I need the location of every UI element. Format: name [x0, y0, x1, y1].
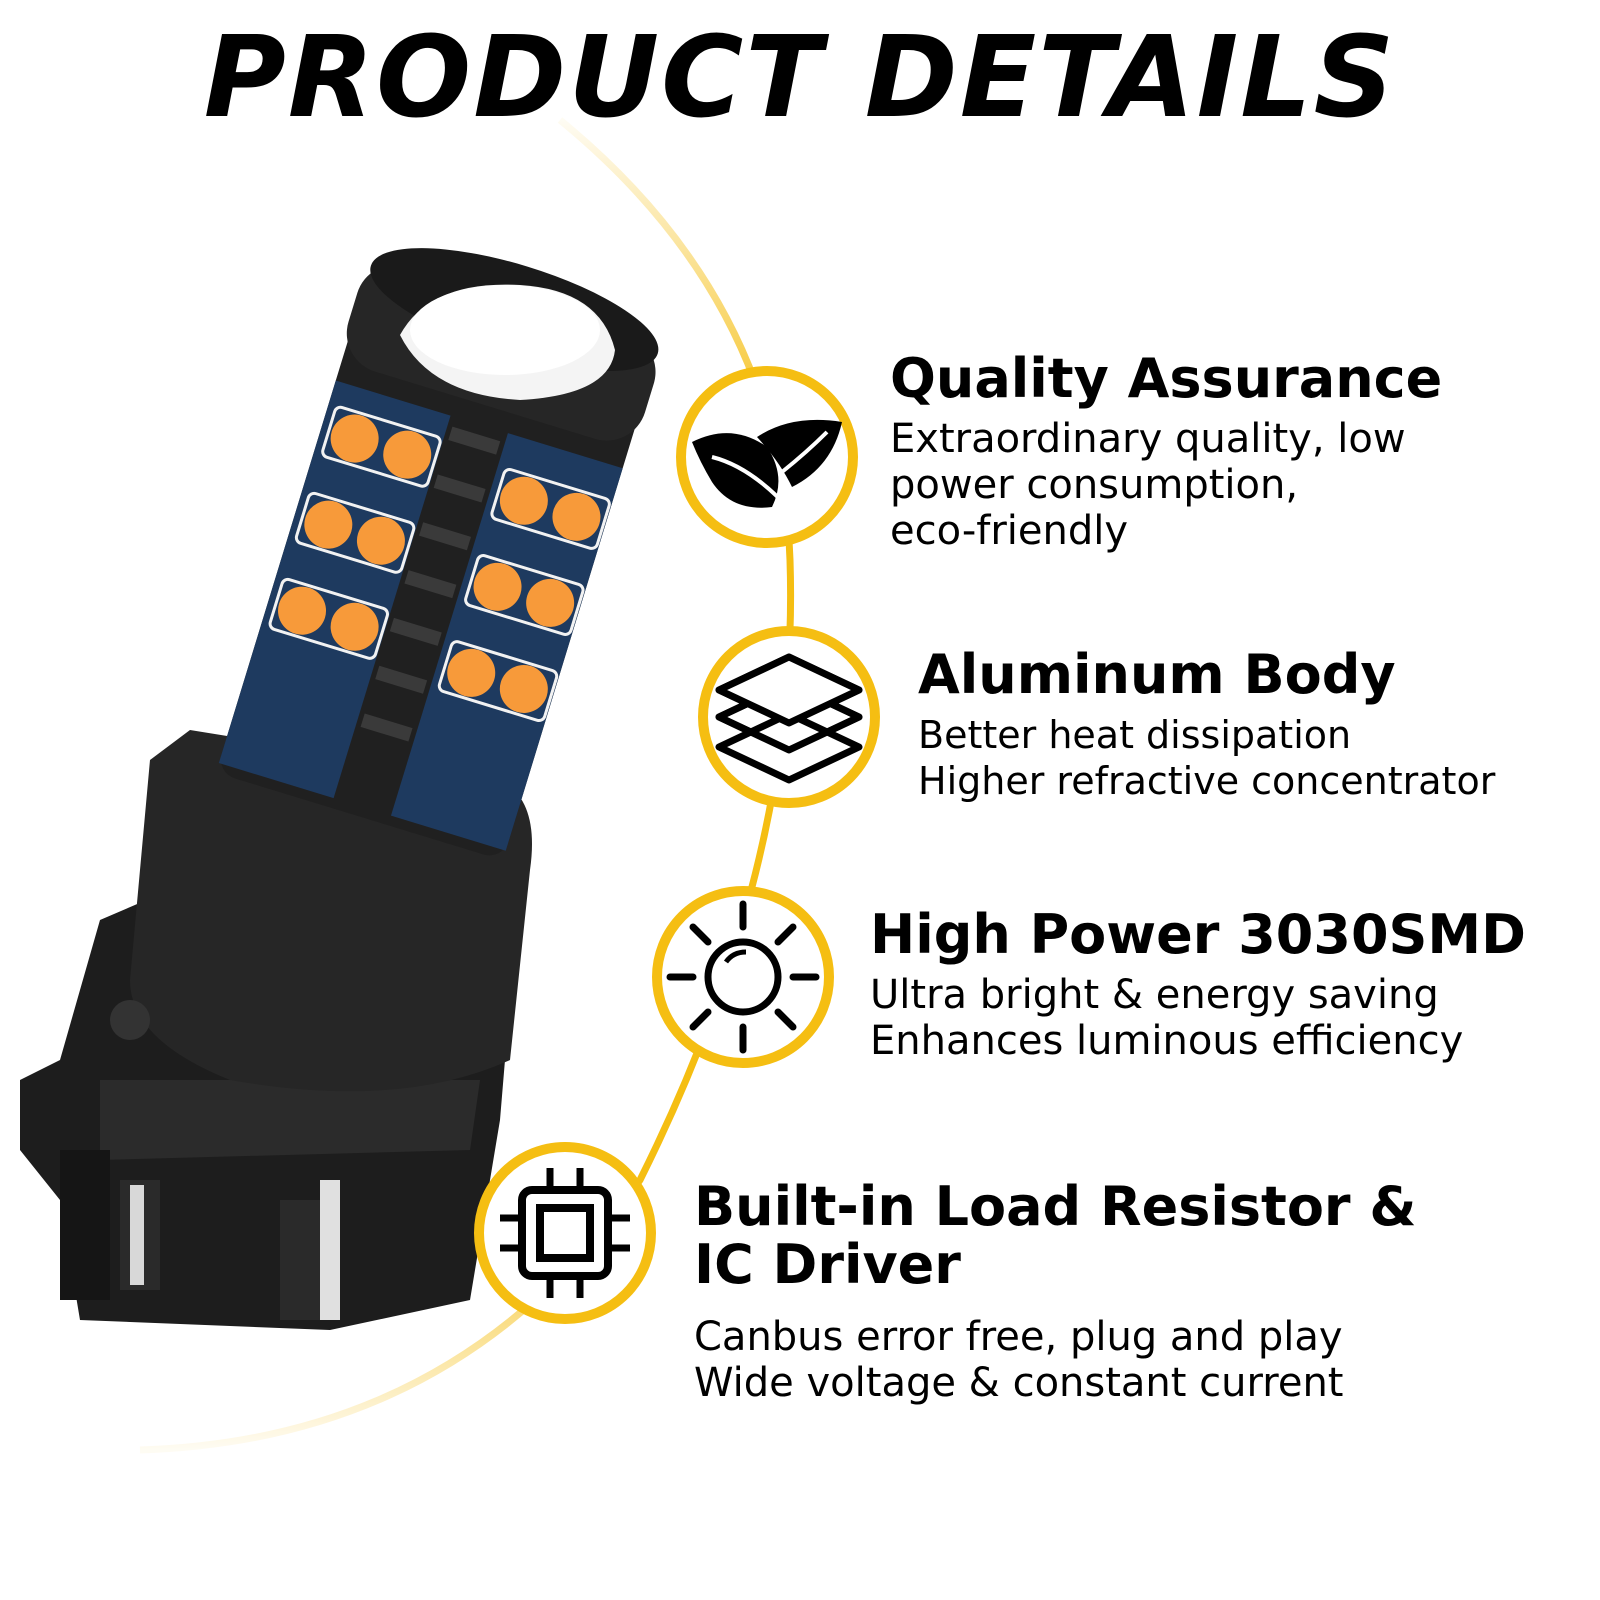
feature-title: High Power 3030SMD: [870, 903, 1526, 966]
feature-load-resistor: Built-in Load Resistor & IC Driver Canbu…: [694, 1175, 1574, 1407]
feature-high-power-smd: High Power 3030SMD Ultra bright & energy…: [870, 903, 1580, 1065]
feature-quality-assurance: Quality Assurance Extraordinary quality,…: [890, 347, 1570, 555]
feature-title: Built-in Load Resistor & IC Driver: [694, 1175, 1417, 1296]
bulb-lens: [400, 284, 615, 400]
chip-icon: [474, 1142, 656, 1324]
feature-title: Aluminum Body: [918, 643, 1396, 706]
leaf-icon: [676, 366, 858, 548]
feature-title: Quality Assurance: [890, 347, 1443, 410]
layers-icon: [698, 626, 880, 808]
sun-icon: [652, 886, 834, 1068]
feature-aluminum-body: Aluminum Body Better heat dissipation Hi…: [918, 646, 1588, 804]
page-title: PRODUCT DETAILS: [203, 13, 1397, 143]
feature-description: Canbus error free, plug and play Wide vo…: [694, 1314, 1344, 1406]
led-body: [218, 248, 659, 856]
feature-description: Better heat dissipation Higher refractiv…: [918, 713, 1496, 803]
feature-description: Ultra bright & energy saving Enhances lu…: [870, 972, 1464, 1064]
feature-description: Extraordinary quality, low power consump…: [890, 416, 1406, 554]
